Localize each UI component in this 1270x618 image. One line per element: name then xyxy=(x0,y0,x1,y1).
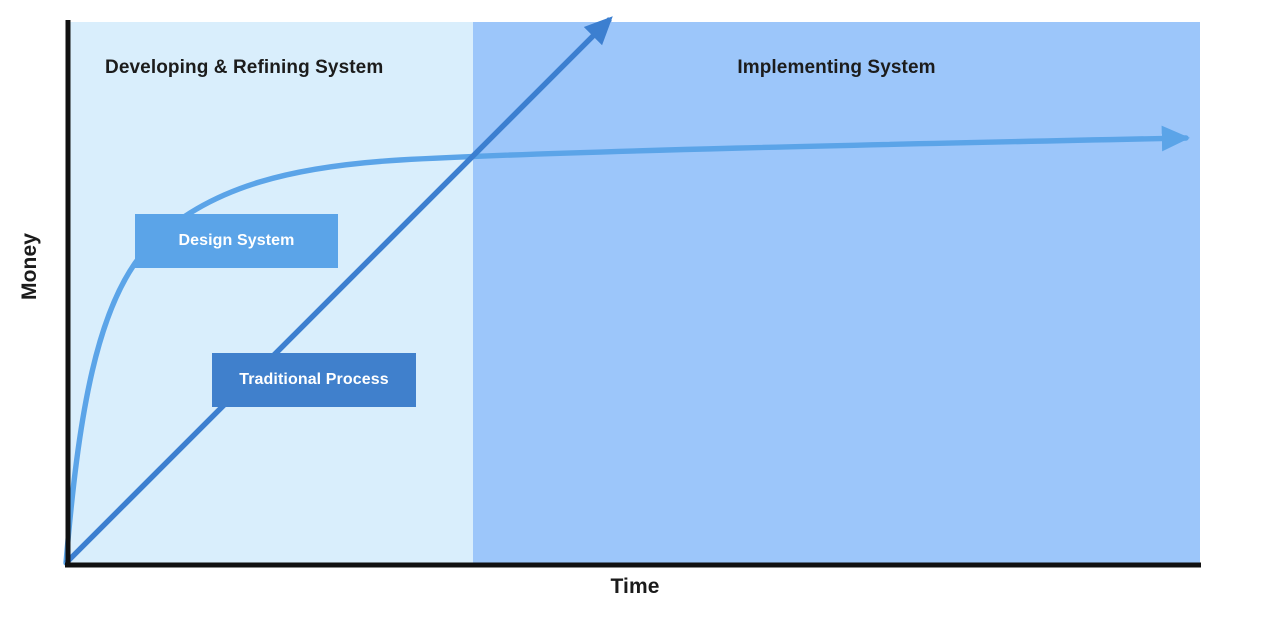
region-title-implementing: Implementing System xyxy=(737,57,936,78)
y-axis-title: Money xyxy=(18,232,41,300)
series-line-design-system xyxy=(63,125,1190,566)
region-title-developing-refining: Developing & Refining System xyxy=(105,57,384,78)
region-implementing xyxy=(473,22,1200,563)
series-label-design-system: Design System xyxy=(135,214,338,268)
series-line-traditional-process xyxy=(64,16,613,565)
x-axis-title: Time xyxy=(610,575,660,598)
series-label-traditional-process: Traditional Process xyxy=(212,353,416,407)
region-developing-refining xyxy=(66,22,473,563)
